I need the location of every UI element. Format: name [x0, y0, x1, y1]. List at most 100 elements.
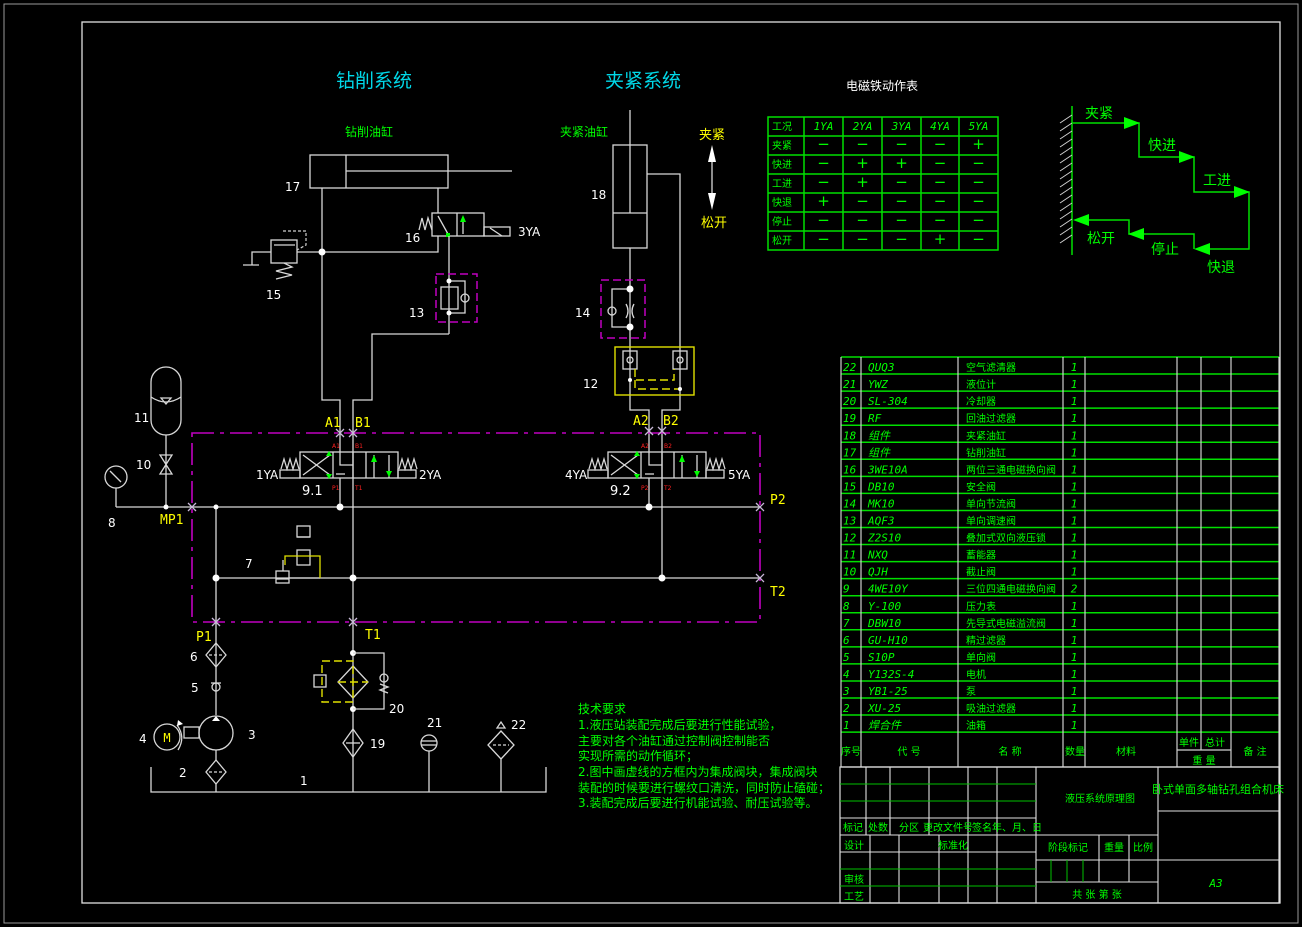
label-11: 11: [134, 411, 149, 425]
drilling-system-title: 钻削系统: [336, 70, 412, 92]
clamp-cylinder-18: [612, 110, 648, 249]
label-9-1: 9.1: [302, 484, 323, 499]
header-unit: 单件: [1179, 737, 1199, 749]
motor-4: [153, 720, 183, 751]
cycle-step-work-feed: 工进: [1203, 173, 1231, 189]
port-T2: T2: [770, 585, 786, 600]
part-name: 电机: [966, 668, 986, 681]
machine-name: 卧式单面多轴钻孔组合机床: [1152, 782, 1284, 796]
part-name: 精过滤器: [966, 634, 1006, 647]
throttle-check-valve-14: [600, 279, 646, 339]
part-code: QJH: [868, 566, 888, 579]
directional-valve-9-2: [587, 451, 726, 479]
solenoid-state-cell: −: [895, 230, 908, 248]
solenoid-5YA: 5YA: [728, 468, 751, 482]
part-index: 2: [843, 702, 850, 715]
label-21: 21: [427, 716, 442, 730]
part-index: 10: [843, 566, 857, 579]
part-name: 先导式电磁溢流阀: [966, 617, 1046, 630]
part-code: QUQ3: [868, 361, 895, 374]
part-index: 16: [843, 463, 857, 476]
tech-line: 3.装配完成后要进行机能试验、耐压试验等。: [578, 795, 817, 810]
solenoid-state-cell: −: [856, 211, 869, 229]
tb-standardization: 标准化: [938, 839, 968, 852]
condition-cell: 停止: [772, 215, 792, 228]
solenoid-1YA: 1YA: [256, 468, 279, 482]
tb-weight: 重量: [1104, 841, 1124, 854]
level-gauge-21: [420, 734, 438, 792]
solenoid-state-cell: +: [895, 154, 908, 172]
pressure-gauge-8: [104, 465, 169, 510]
label-16: 16: [405, 231, 420, 245]
technical-requirements: 技术要求 1.液压站装配完成后要进行性能试验， 主要对各个油缸通过控制阀控制能否…: [578, 702, 830, 810]
part-qty: 1: [1071, 702, 1078, 715]
header-code: 代 号: [897, 746, 920, 758]
tb-review: 审核: [844, 873, 864, 886]
part-qty: 1: [1071, 378, 1078, 391]
condition-cell: 快进: [772, 159, 792, 171]
solenoid-state-cell: −: [972, 173, 985, 191]
header-qty: 数量: [1065, 745, 1085, 758]
tech-line: 主要对各个油缸通过控制阀控制能否: [578, 733, 770, 748]
label-13: 13: [409, 306, 424, 320]
solenoid-state-cell: −: [934, 211, 947, 229]
part-name: 单向节流阀: [966, 497, 1016, 510]
part-name: 单向阀: [966, 651, 996, 664]
label-22: 22: [511, 718, 526, 732]
header-total: 总计: [1205, 736, 1225, 749]
solenoid-state-cell: −: [856, 230, 869, 248]
port-a2-small: A2: [641, 443, 649, 450]
clamp-release-arrow: [708, 145, 716, 210]
part-index: 6: [843, 634, 850, 647]
inner-frame: [81, 21, 1281, 904]
table-header-cell: 3YA: [891, 120, 912, 133]
solenoid-4YA: 4YA: [565, 468, 588, 482]
table-header-cell: 工况: [772, 121, 792, 133]
speed-control-valve-13: [435, 273, 478, 323]
action-table-title: 电磁铁动作表: [846, 78, 918, 93]
part-code: DBW10: [867, 617, 901, 630]
part-index: 7: [843, 617, 850, 630]
part-index: 18: [843, 429, 857, 442]
part-index: 5: [843, 651, 850, 664]
part-name: 吸油过滤器: [966, 702, 1016, 715]
solenoid-state-cell: −: [972, 154, 985, 172]
cycle-step-stop: 停止: [1151, 241, 1179, 258]
part-code: SL-304: [868, 395, 908, 408]
condition-cell: 夹紧: [772, 139, 792, 152]
solenoid-state-cell: −: [972, 192, 985, 210]
release-direction-label: 松开: [701, 216, 727, 231]
parts-list-header: 序号 代 号 名 称 数量 材料 单件 总计 重 量 备 注: [841, 736, 1267, 767]
tech-line: 2.图中画虚线的方框内为集成阀块，集成阀块: [578, 764, 817, 779]
part-qty: 1: [1071, 719, 1078, 732]
port-P2: P2: [770, 493, 786, 508]
title-block: [839, 766, 1280, 904]
clamping-system-title: 夹紧系统: [605, 70, 681, 92]
port-b1-small: B1: [355, 443, 363, 450]
part-code: DB10: [867, 480, 895, 493]
outer-frame: [3, 3, 1299, 924]
part-qty: 1: [1071, 532, 1078, 545]
cycle-step-clamp: 夹紧: [1085, 106, 1113, 122]
condition-cell: 松开: [772, 234, 792, 247]
solenoid-state-cell: −: [895, 211, 908, 229]
pilot-relief-valve-7: [275, 525, 321, 584]
part-code: AQF3: [867, 515, 895, 528]
solenoid-state-cell: −: [934, 135, 947, 153]
port-P1: P1: [196, 630, 212, 645]
condition-cell: 快退: [772, 197, 792, 209]
solenoid-3YA: 3YA: [518, 225, 541, 239]
solenoid-state-cell: +: [817, 192, 830, 210]
label-18: 18: [591, 188, 606, 202]
part-index: 11: [843, 549, 856, 562]
part-index: 22: [843, 361, 857, 374]
label-17: 17: [285, 180, 300, 194]
part-qty: 1: [1071, 549, 1078, 562]
header-remark: 备 注: [1243, 745, 1266, 758]
port-t2-small: T2: [663, 485, 672, 492]
part-qty: 1: [1071, 634, 1078, 647]
motor-symbol-M: M: [163, 731, 170, 745]
port-markers: [187, 426, 765, 627]
sheet-size: A3: [1208, 877, 1222, 890]
